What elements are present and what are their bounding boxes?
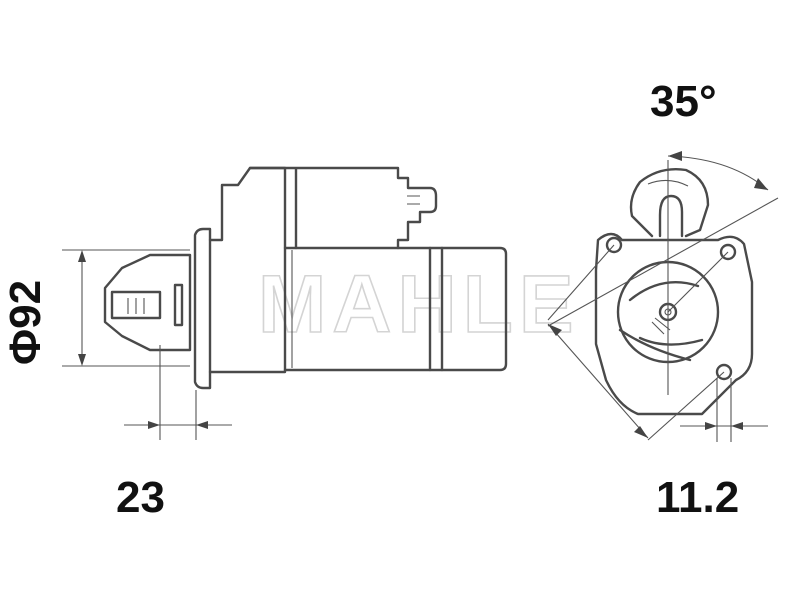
bolt-hole-label: 11.2	[656, 473, 739, 522]
bolt-spacing-dimension	[547, 244, 725, 441]
diameter-label: Φ92	[1, 280, 50, 365]
end-flange	[594, 232, 754, 416]
bolt-hole-top-left	[605, 236, 623, 254]
side-view	[62, 166, 508, 440]
flange-offset-label: 23	[116, 473, 165, 522]
end-view	[547, 151, 779, 442]
flange-offset-dimension	[124, 345, 232, 440]
solenoid	[248, 166, 438, 250]
diameter-dimension	[62, 249, 190, 367]
bolt-hole-top-right	[719, 243, 737, 261]
brand-watermark: MAHLE	[258, 259, 580, 350]
angle-dimension	[667, 151, 769, 191]
terminal-stud	[629, 168, 710, 238]
mounting-flange	[193, 227, 212, 390]
pinion-nose	[103, 253, 192, 352]
motor-body	[283, 246, 508, 372]
bolt-hole-dimension	[680, 378, 768, 442]
pinion-gear	[110, 290, 162, 320]
motor-end-cap	[428, 246, 444, 372]
bolt-hole-bottom-right	[715, 363, 733, 381]
diagonal-centerline	[547, 197, 779, 327]
angle-label: 35°	[650, 77, 717, 126]
